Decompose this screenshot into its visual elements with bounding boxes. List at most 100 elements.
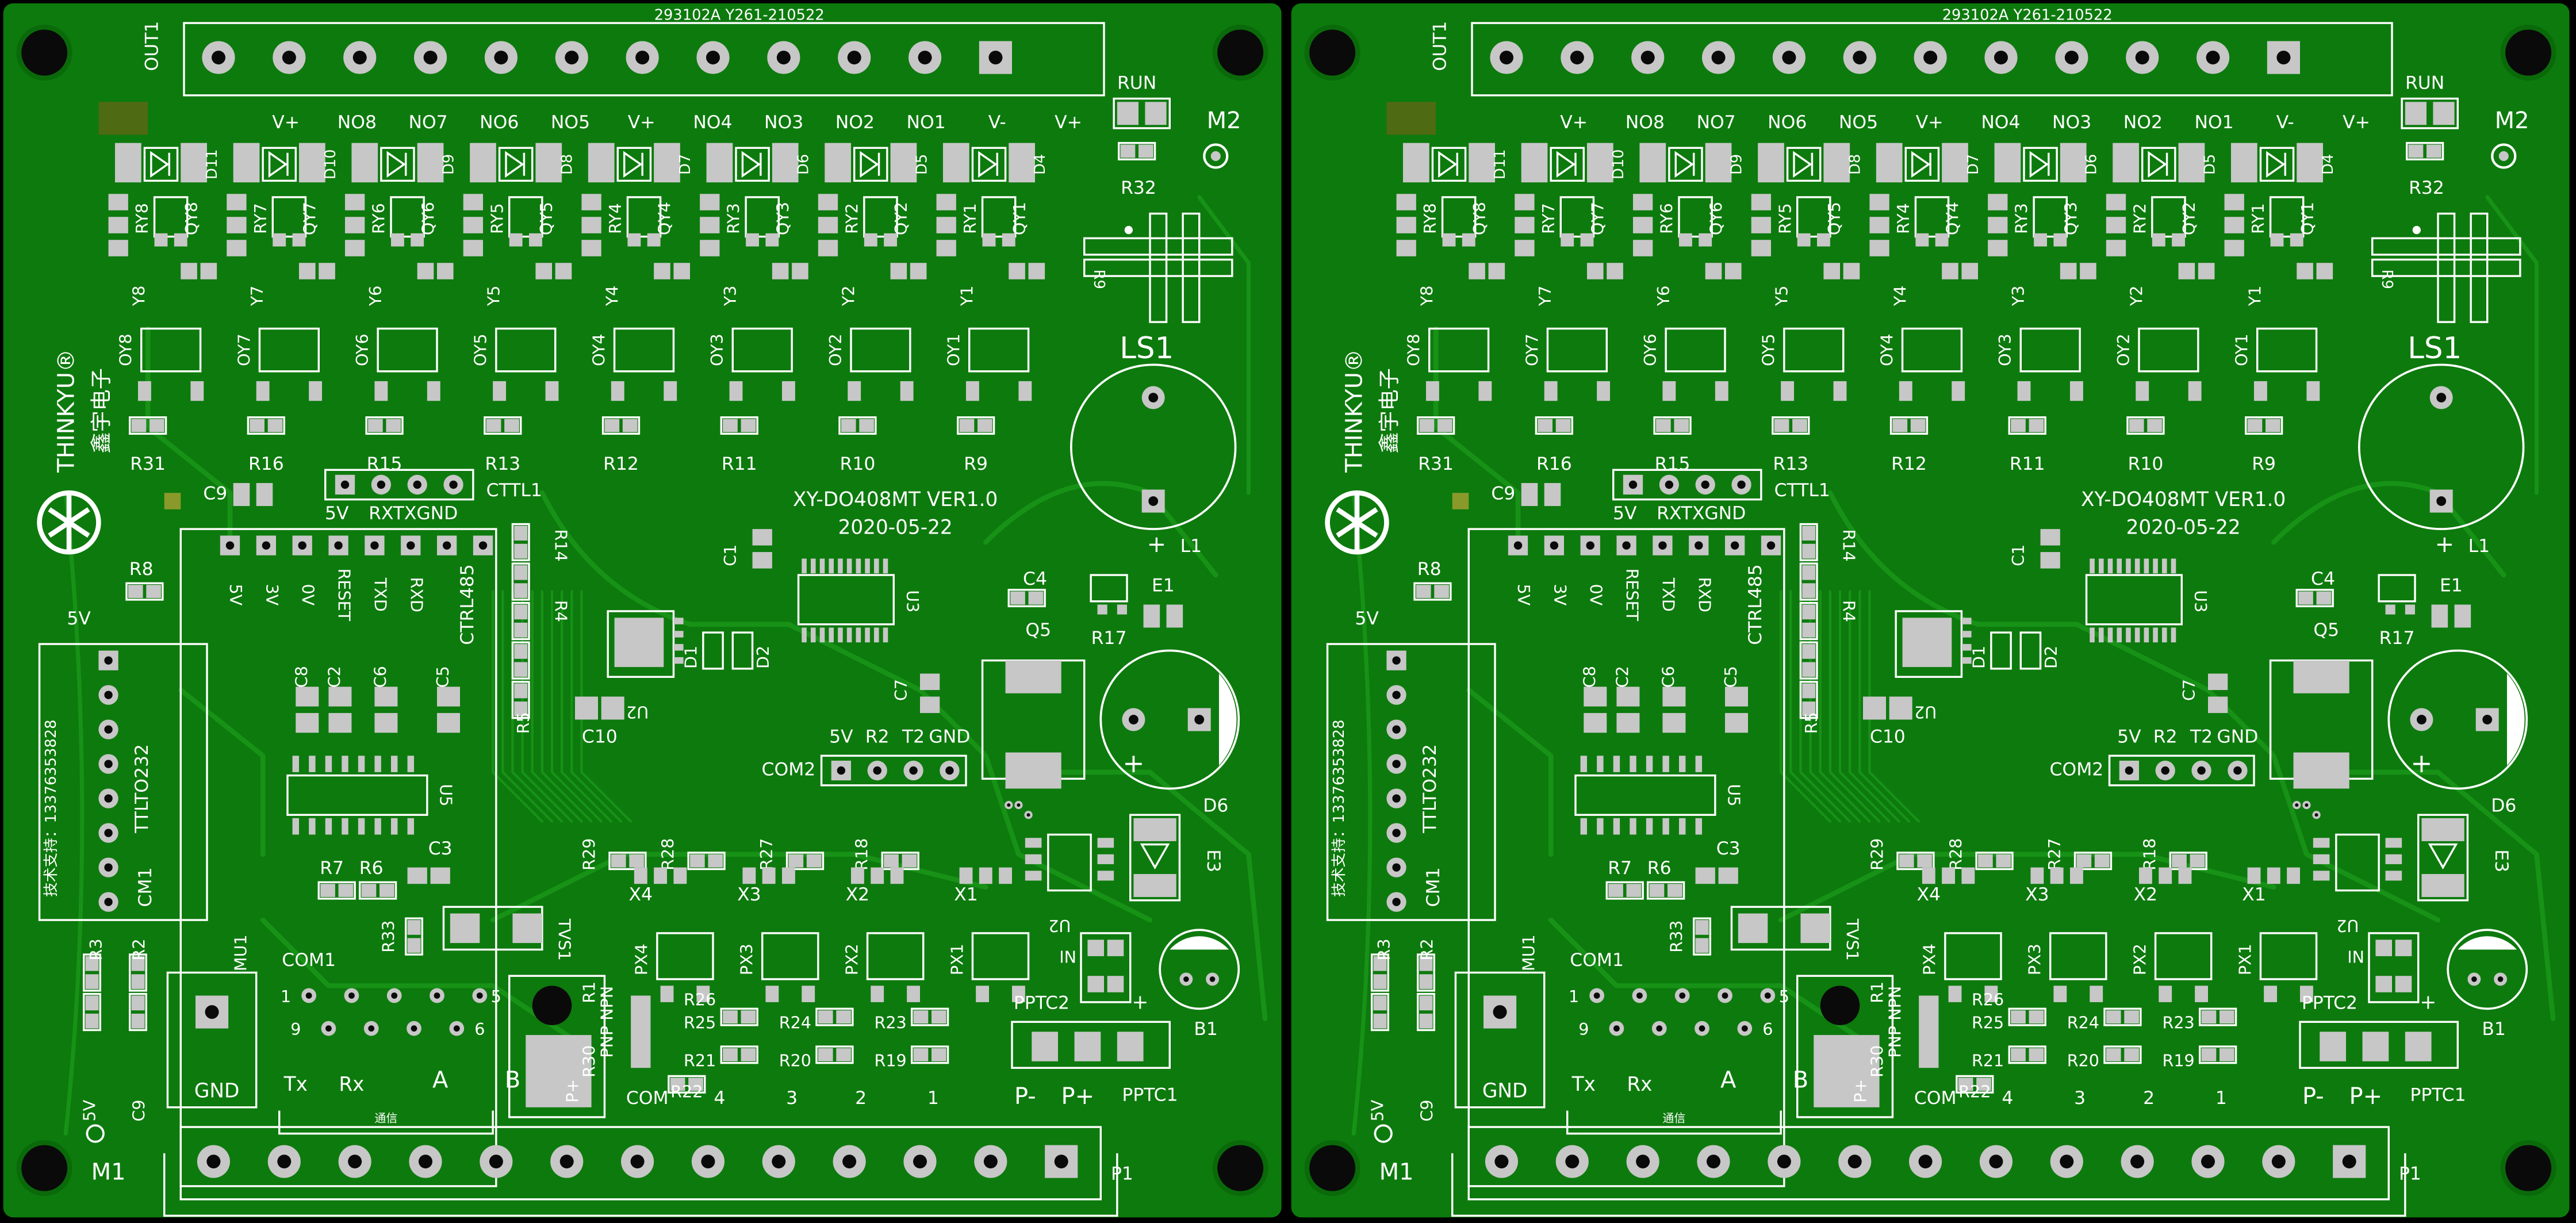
smd-pad bbox=[338, 884, 354, 898]
smd-pad bbox=[818, 1048, 833, 1061]
smd-pad bbox=[2224, 240, 2244, 256]
smd-pad bbox=[1521, 143, 1548, 183]
smd-pad bbox=[1715, 381, 1728, 401]
smd-pad bbox=[1996, 854, 2011, 868]
smd-pad bbox=[555, 263, 572, 279]
smd-pad bbox=[2385, 854, 2402, 864]
component-outline bbox=[1653, 416, 1692, 435]
smd-pad bbox=[2070, 381, 2083, 401]
smd-pad bbox=[1555, 419, 1571, 432]
smd-pad bbox=[920, 696, 940, 714]
drill-hole bbox=[104, 656, 113, 665]
out-pin-label: NO6 bbox=[480, 112, 519, 133]
oy-label: OY8 bbox=[1404, 333, 1424, 366]
smd-pad bbox=[802, 986, 815, 1002]
smd-pad bbox=[1373, 1013, 1387, 1029]
m1-fiducial bbox=[86, 1124, 105, 1143]
smd-pad bbox=[1613, 818, 1620, 835]
smd-pad bbox=[2395, 940, 2412, 956]
e1-outline bbox=[1099, 649, 1240, 790]
drill-hole bbox=[348, 992, 355, 999]
smd-pad bbox=[181, 143, 207, 183]
drill-hole bbox=[630, 1155, 645, 1169]
y-label: Y3 bbox=[2008, 286, 2028, 307]
drill-hole bbox=[2125, 766, 2134, 775]
diode-outline bbox=[616, 147, 652, 182]
out-pin-label: NO7 bbox=[1696, 112, 1735, 133]
exposed-copper bbox=[98, 102, 148, 135]
smd-pad bbox=[2124, 1010, 2139, 1024]
e1-label: D6 bbox=[1203, 796, 1228, 816]
diode-label: D11 bbox=[204, 149, 221, 180]
smd-pad bbox=[2224, 194, 2244, 210]
smd-pad bbox=[1633, 217, 1653, 233]
pnp-npn-label: PNP NPN bbox=[597, 986, 617, 1058]
smd-pad bbox=[913, 1048, 929, 1061]
drill-hole bbox=[1665, 480, 1674, 489]
ttl-header-outline bbox=[1612, 469, 1762, 501]
smd-pad bbox=[1662, 756, 1669, 772]
smd-pad bbox=[267, 419, 283, 432]
pptc1-label: PPTC1 bbox=[1122, 1084, 1178, 1105]
r8-label: R8 bbox=[129, 559, 154, 580]
component-outline bbox=[1646, 881, 1685, 900]
x-label: X4 bbox=[629, 884, 653, 905]
u3-pin-label: RESET bbox=[335, 569, 354, 622]
smd-pad bbox=[2029, 1048, 2044, 1061]
smd-pad bbox=[1002, 233, 1015, 247]
smd-pad bbox=[296, 687, 319, 707]
smd-pad bbox=[1817, 233, 1830, 247]
resistor bbox=[1371, 953, 1389, 992]
cm1-label: CM1 bbox=[1423, 867, 1444, 907]
inductor-bar bbox=[1149, 212, 1168, 323]
out-pin-label: V+ bbox=[1560, 112, 1588, 133]
resistor bbox=[125, 582, 164, 601]
smd-pad bbox=[910, 263, 927, 279]
smd-pad bbox=[2117, 558, 2122, 574]
r2-label: R2 bbox=[1417, 938, 1436, 960]
resistor-r-row bbox=[365, 416, 404, 435]
oy-label: OY6 bbox=[352, 333, 372, 366]
resistor bbox=[1417, 953, 1435, 992]
smd-pad bbox=[1373, 995, 1387, 1011]
d2-outline bbox=[731, 631, 754, 670]
drill-hole bbox=[873, 766, 881, 775]
drill-hole bbox=[1493, 1005, 1507, 1019]
resistor-label: R19 bbox=[874, 1051, 906, 1070]
smd-pad bbox=[1662, 687, 1686, 707]
relay-label: RY7 bbox=[1539, 203, 1558, 234]
resistor bbox=[2103, 1045, 2142, 1064]
qy-label: QY6 bbox=[418, 202, 438, 235]
diode-symbol bbox=[860, 151, 880, 178]
smd-pad bbox=[411, 233, 424, 247]
smd-pad bbox=[1028, 263, 1045, 279]
resistor-r-row bbox=[484, 416, 522, 435]
smd-pad bbox=[2298, 591, 2313, 605]
smd-pad bbox=[838, 627, 843, 643]
model-label: XY-DO408MT VER1.0 bbox=[793, 488, 998, 511]
com2-pin-label: GND bbox=[2217, 727, 2258, 747]
optocoupler-outline bbox=[377, 327, 438, 373]
smd-pad bbox=[2136, 381, 2149, 401]
smd-pad bbox=[1802, 644, 1816, 659]
drill-hole bbox=[2206, 51, 2220, 65]
diode-label: D7 bbox=[677, 154, 694, 175]
component-outline bbox=[125, 582, 164, 601]
db9-pin-label: 1 bbox=[1569, 987, 1579, 1006]
smd-pad bbox=[2126, 558, 2131, 574]
cap-label: C8 bbox=[1580, 666, 1599, 688]
resistor bbox=[720, 1007, 758, 1026]
smd-pad bbox=[2408, 144, 2424, 158]
smd-pad bbox=[358, 756, 365, 772]
drill-hole bbox=[1640, 51, 1655, 65]
smd-pad bbox=[782, 867, 795, 884]
out-pin-label: V- bbox=[2276, 112, 2294, 133]
component-outline bbox=[2008, 1045, 2046, 1064]
drill-hole bbox=[1701, 480, 1709, 489]
resistor-label: R13 bbox=[1773, 454, 1808, 474]
smd-pad bbox=[696, 986, 710, 1002]
smd-pad bbox=[1988, 217, 2008, 233]
